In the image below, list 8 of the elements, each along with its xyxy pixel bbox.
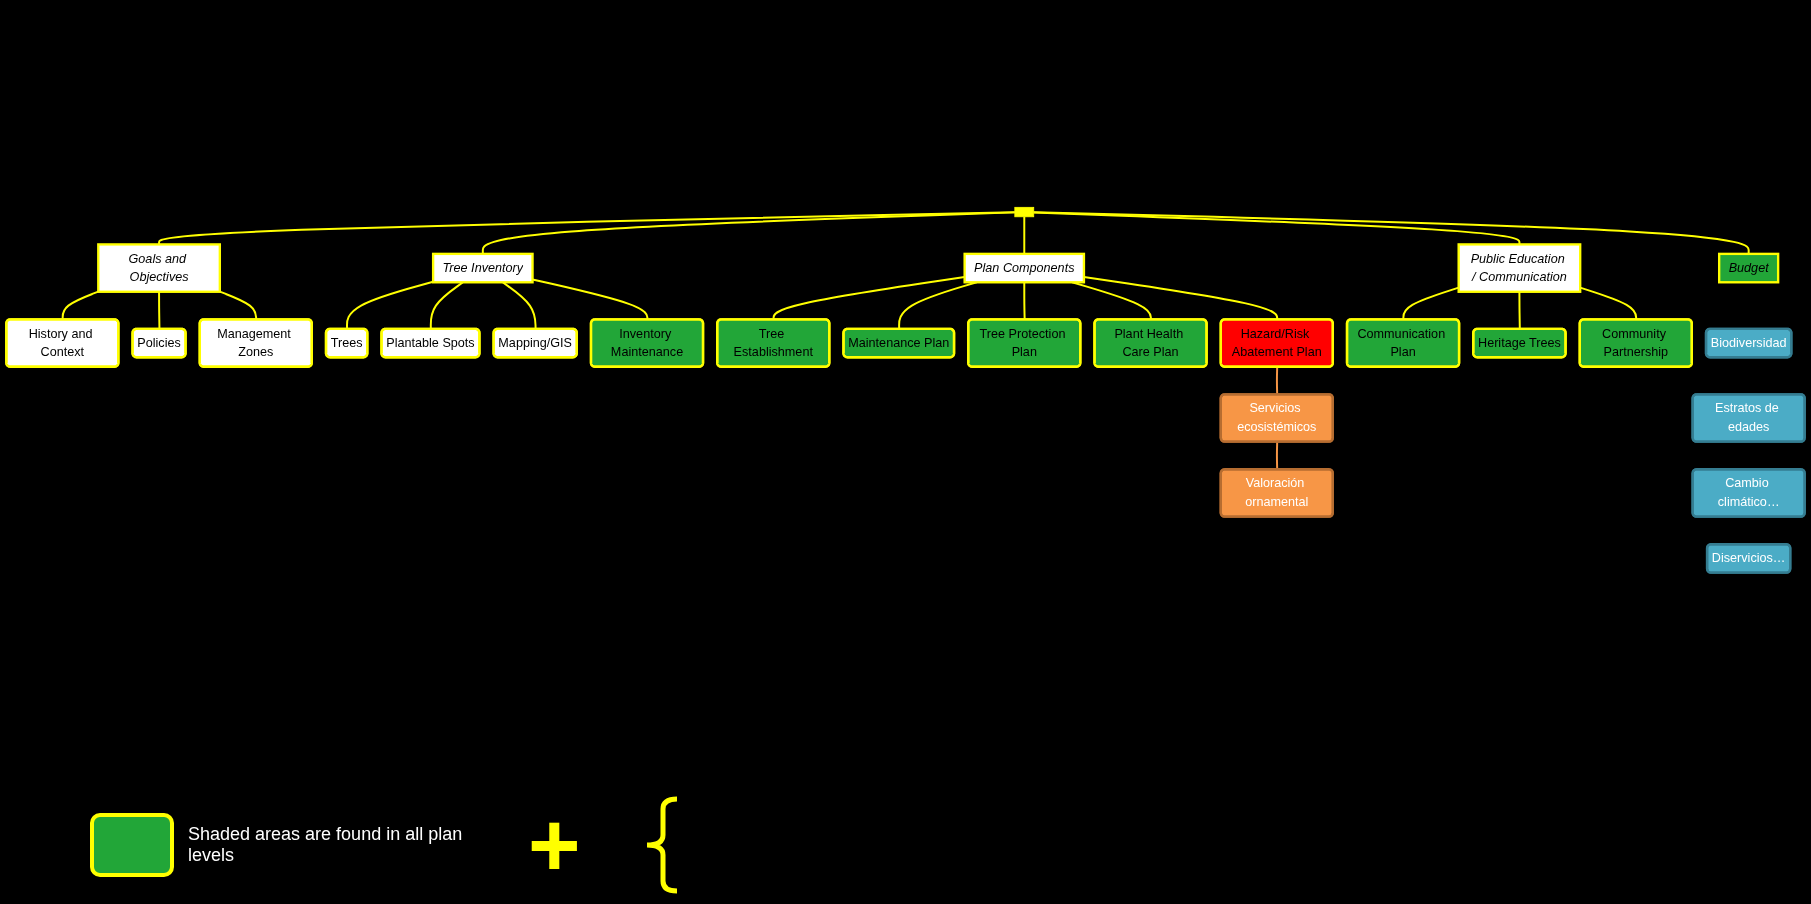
node-bar <box>1014 206 1035 218</box>
node-box: Budget <box>1718 252 1780 284</box>
node-box: Plan Components <box>963 252 1086 284</box>
node-box: Tree Inventory <box>431 252 534 284</box>
node-box: Public Education / Communication <box>1457 243 1582 293</box>
plus-sign: + <box>528 800 581 890</box>
legend-text: Shaded areas are found in all plan levels <box>188 824 464 866</box>
node-box: Goals and Objectives <box>97 243 221 293</box>
